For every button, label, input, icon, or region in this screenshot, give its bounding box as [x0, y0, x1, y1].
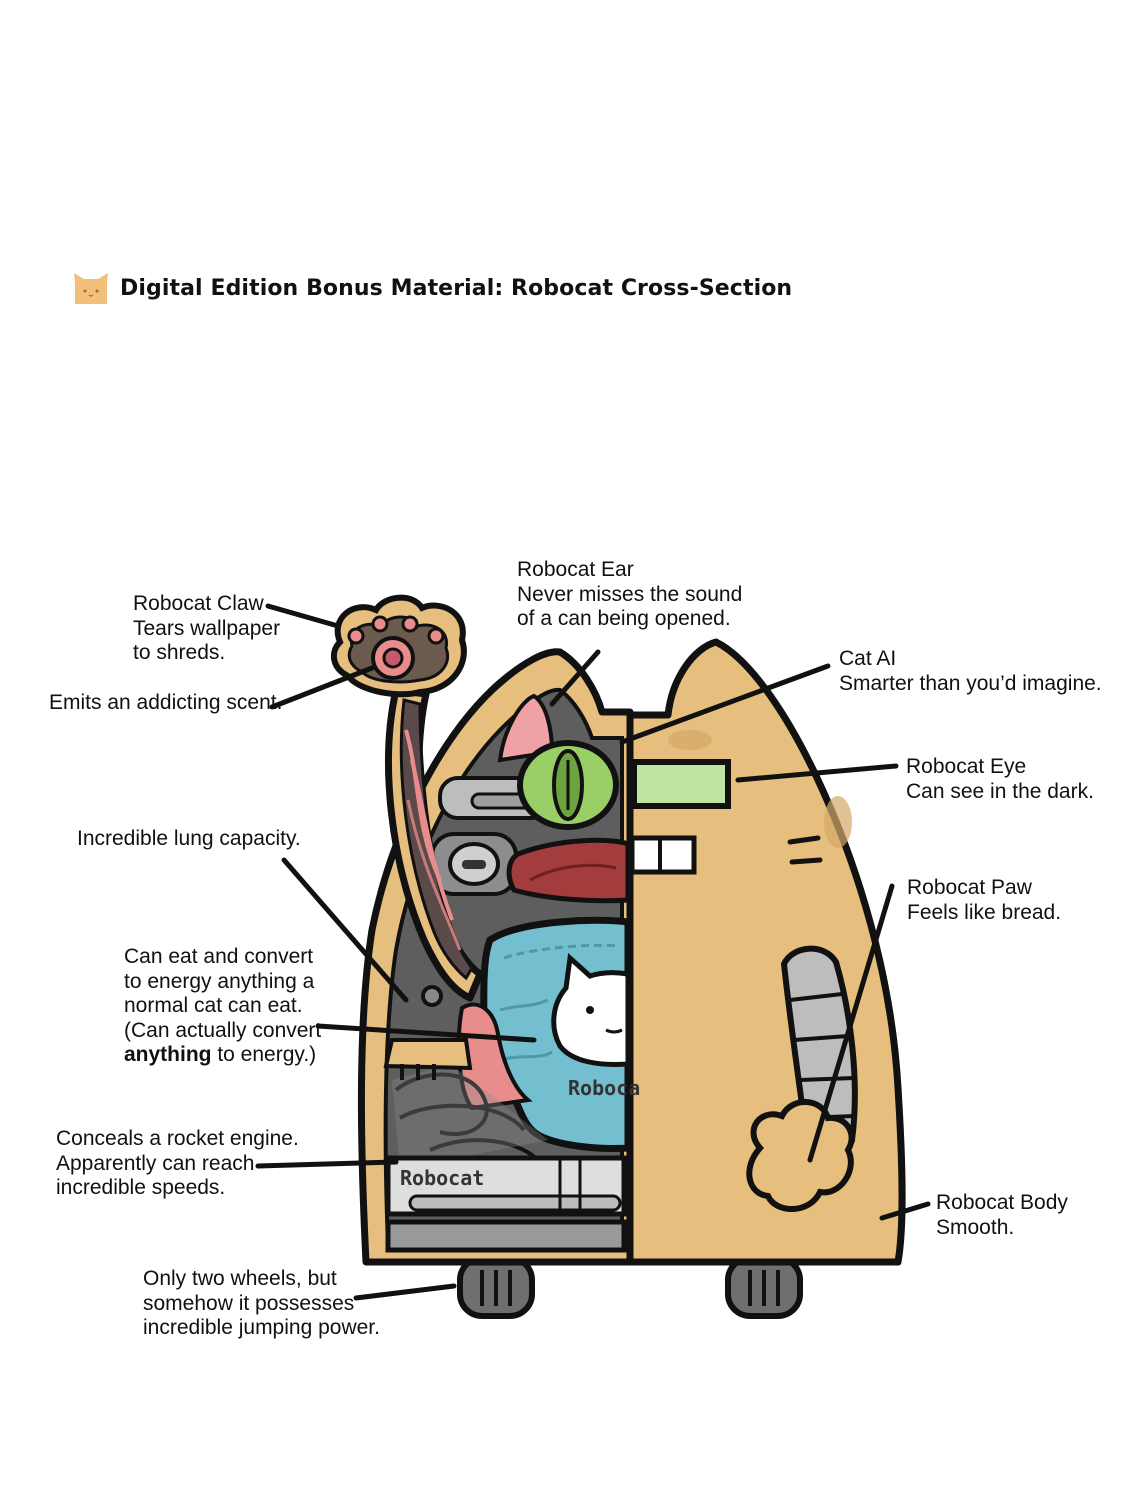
- label-cat-ai: Cat AI Smarter than you’d imagine.: [839, 647, 1102, 695]
- cat-head-icon: [74, 273, 108, 304]
- label-stomach-tail: to energy.): [211, 1043, 317, 1066]
- label-robocat-eye: Robocat Eye Can see in the dark.: [906, 755, 1094, 803]
- label-robocat-body: Robocat Body Smooth.: [936, 1191, 1068, 1239]
- robocat-paw-arm: [746, 945, 858, 1212]
- callout-leaders: [255, 603, 931, 1301]
- robocat-paw: [746, 1099, 855, 1212]
- label-robocat-paw: Robocat Paw Feels like bread.: [907, 876, 1062, 924]
- engine-brand-text: Robocat: [400, 1166, 485, 1190]
- label-robocat-claw: Robocat Claw Tears wallpaper to shreds.: [133, 592, 281, 664]
- label-lung-capacity: Incredible lung capacity.: [77, 827, 301, 850]
- robocat-ear: [497, 693, 555, 763]
- label-stomach: Can eat and convert to energy anything a…: [124, 945, 322, 1066]
- tank-brand-text: Roboca: [568, 1076, 641, 1100]
- label-wheels: Only two wheels, but somehow it possesse…: [143, 1267, 380, 1339]
- label-stomach-emphasis: anything: [124, 1043, 212, 1066]
- robocat-teeth: [629, 835, 697, 875]
- robocat-eye-exterior: [631, 759, 731, 809]
- page-header: Digital Edition Bonus Material: Robocat …: [72, 268, 792, 308]
- label-robocat-ear: Robocat Ear Never misses the sound of a …: [517, 558, 743, 630]
- label-scent: Emits an addicting scent.: [49, 691, 283, 714]
- page-title: Digital Edition Bonus Material: Robocat …: [120, 275, 793, 301]
- label-rocket-engine: Conceals a rocket engine. Apparently can…: [56, 1127, 299, 1199]
- robocat-claw: [330, 594, 467, 698]
- robocat-tail-arm: [385, 686, 484, 1002]
- robocat-eye-interior: [517, 740, 619, 830]
- wheels: [457, 1255, 803, 1319]
